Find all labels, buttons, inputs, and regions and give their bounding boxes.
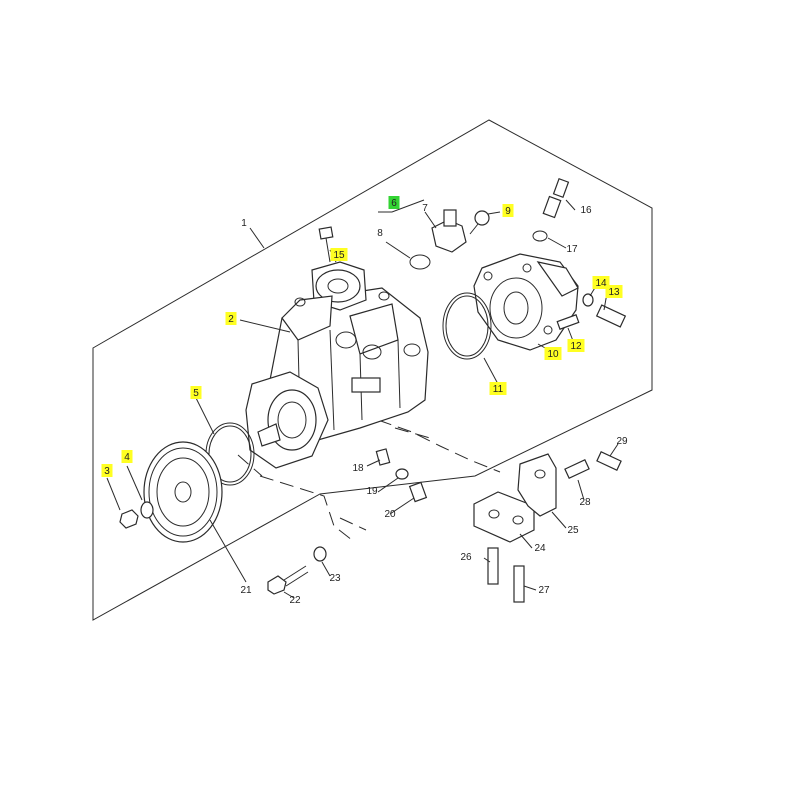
bolt-part-12: [556, 314, 580, 330]
fitting-part-18: [375, 448, 391, 466]
callout-5: 5: [193, 388, 199, 399]
gear-ring: [174, 481, 192, 503]
bolt-part-29: [596, 451, 622, 471]
callout-18: 18: [352, 463, 364, 474]
callout-highlight: [544, 347, 562, 360]
o-ring-17: [532, 230, 548, 242]
callout-14: 14: [595, 278, 607, 289]
callout-20: 20: [384, 509, 396, 520]
pump-cover: [473, 253, 579, 351]
callout-27: 27: [538, 585, 550, 596]
injection-pump-body: [245, 261, 429, 469]
washer-part-23: [313, 546, 327, 562]
o-ring-11: [442, 292, 492, 360]
bolt-part-28: [564, 459, 590, 479]
callout-9: 9: [505, 206, 511, 217]
callout-6: 6: [391, 198, 397, 209]
callout-highlight: [567, 339, 585, 352]
callout-highlight: [489, 382, 507, 395]
callout-7: 7: [422, 203, 428, 214]
callout-8: 8: [377, 228, 383, 239]
bracket-part-24: [473, 491, 535, 543]
callout-2: 2: [228, 314, 234, 325]
callout-17: 17: [566, 244, 578, 255]
callout-11: 11: [493, 384, 504, 395]
gear-ring: [148, 447, 218, 537]
callout-10: 10: [547, 349, 559, 360]
callout-19: 19: [366, 486, 378, 497]
o-ring-8: [409, 254, 431, 270]
o-ring-11-inner: [445, 295, 489, 357]
nut-part-3: [119, 509, 139, 529]
callout-13: 13: [608, 287, 620, 298]
callout-highlight: [605, 285, 623, 298]
bracket-part-25: [517, 453, 557, 517]
gear-ring: [156, 457, 210, 527]
dashed-guides: [237, 419, 501, 541]
callout-29: 29: [616, 436, 628, 447]
callout-highlight: [330, 248, 348, 261]
spring-part-19: [395, 468, 409, 480]
washer-part-14: [582, 293, 594, 307]
callout-highlight: [502, 204, 514, 217]
bolt-part-27: [513, 565, 525, 603]
callout-3: 3: [104, 466, 110, 477]
callout-highlight: [225, 312, 237, 325]
callout-highlight: [101, 464, 113, 477]
callout-28: 28: [579, 497, 591, 508]
callout-16: 16: [580, 205, 592, 216]
callout-25: 25: [567, 525, 579, 536]
sensor-part-7: [431, 209, 467, 253]
callout-26: 26: [460, 552, 472, 563]
callout-21: 21: [240, 585, 252, 596]
callout-24: 24: [534, 543, 546, 554]
plug-part-20: [408, 481, 428, 503]
gear-ring: [143, 441, 223, 543]
callout-highlight: [592, 276, 610, 289]
callout-12: 12: [570, 341, 582, 352]
callout-highlight: [121, 450, 133, 463]
bolt-part-15: [318, 226, 334, 263]
callout-highlight: [190, 386, 202, 399]
callout-15: 15: [333, 250, 345, 261]
drive-gear: [143, 441, 223, 543]
fitting-part-16: [542, 178, 570, 219]
callout-1: 1: [241, 218, 247, 229]
fitting-part-13: [595, 304, 627, 328]
callout-22: 22: [289, 595, 301, 606]
callout-4: 4: [124, 452, 130, 463]
washer-part-4: [140, 501, 154, 519]
callout-highlight: [388, 196, 400, 209]
bolt-part-26: [487, 547, 499, 585]
bolt-part-22: [267, 565, 309, 595]
screw-part-9: [469, 210, 490, 235]
assembly-frame: [92, 119, 653, 621]
callout-23: 23: [329, 573, 341, 584]
